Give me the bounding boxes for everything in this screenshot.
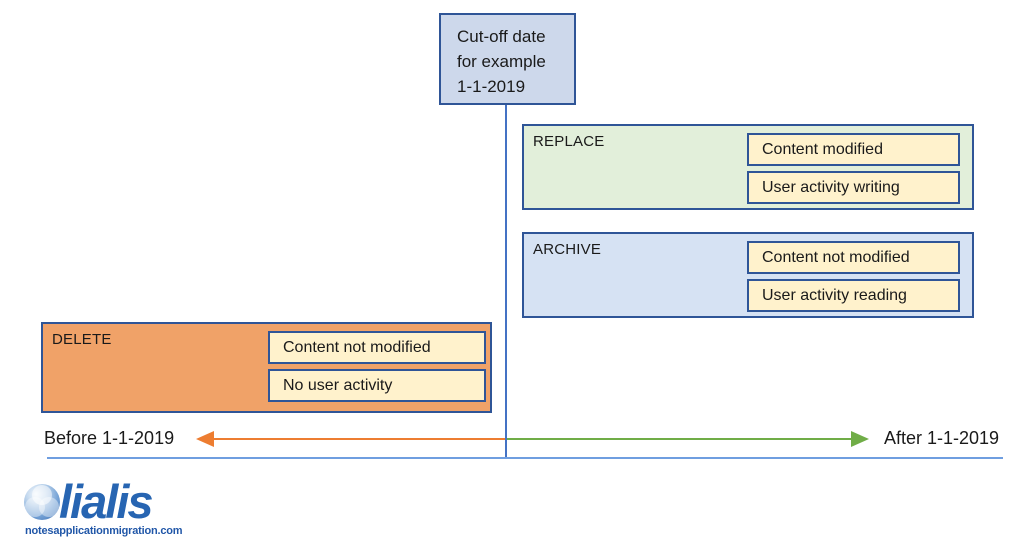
item-label: Content not modified <box>283 338 431 356</box>
before-date-label: Before 1-1-2019 <box>44 428 175 448</box>
archive-zone-label: ARCHIVE <box>533 241 602 258</box>
timeline-baseline <box>47 457 1003 459</box>
lialis-logo-icon <box>24 484 60 520</box>
item-label: Content modified <box>762 140 883 158</box>
replace-zone-label: REPLACE <box>533 133 605 150</box>
replace-zone-box: REPLACE Content modified User activity w… <box>522 124 974 210</box>
item-label: No user activity <box>283 376 393 394</box>
archive-item-content-not-modified: Content not modified <box>747 241 960 274</box>
after-date-label: After 1-1-2019 <box>884 428 1000 448</box>
cutoff-line-2: for example <box>457 52 546 71</box>
item-label: Content not modified <box>762 248 910 266</box>
item-label: User activity writing <box>762 178 900 196</box>
lialis-domain-text: notesapplicationmigration.com <box>25 525 183 537</box>
logo-petal <box>25 497 45 517</box>
cutoff-date-box: Cut-off date for example 1-1-2019 <box>439 13 576 105</box>
replace-item-content-modified: Content modified <box>747 133 960 166</box>
delete-zone-box: DELETE Content not modified No user acti… <box>41 322 492 413</box>
cutoff-vertical-line <box>505 105 507 459</box>
cutoff-line-1: Cut-off date <box>457 27 546 46</box>
archive-zone-box: ARCHIVE Content not modified User activi… <box>522 232 974 318</box>
delete-item-no-user-activity: No user activity <box>268 369 486 402</box>
logo-petal <box>32 485 52 505</box>
delete-item-content-not-modified: Content not modified <box>268 331 486 364</box>
delete-zone-label: DELETE <box>52 331 112 348</box>
logo-petal <box>39 497 59 517</box>
archive-item-user-activity-reading: User activity reading <box>747 279 960 312</box>
cutoff-line-3: 1-1-2019 <box>457 77 526 96</box>
item-label: User activity reading <box>762 286 907 304</box>
replace-item-user-activity-writing: User activity writing <box>747 171 960 204</box>
lialis-brand-text: lialis <box>59 475 154 528</box>
